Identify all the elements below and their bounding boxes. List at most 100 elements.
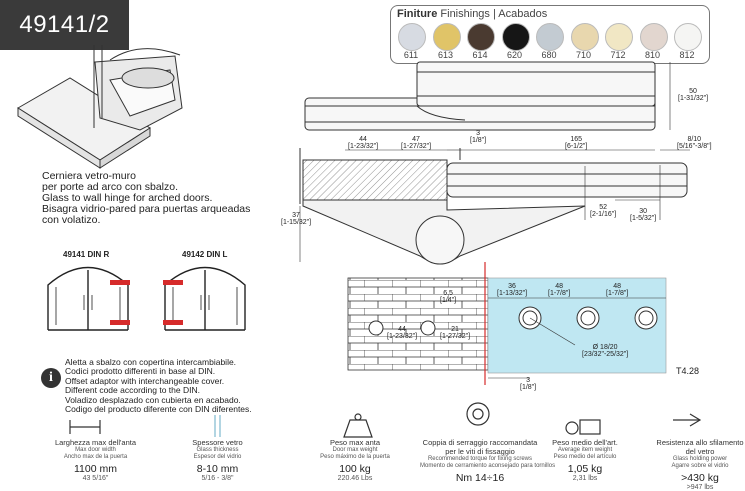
spec-l1: Resistenza allo sfilamento del vetro (656, 438, 744, 456)
dim-30: 30[1-5/32"] (630, 208, 657, 222)
finish-swatch-680 (536, 23, 564, 51)
spec-l3: Ancho max de la puerta (63, 454, 128, 460)
spec-val: Nm 14÷16 (455, 472, 505, 484)
product-code: 49141/2 (0, 0, 129, 50)
dim-50: 50[1-31/32"] (678, 88, 709, 102)
spec-l2: Max door width (75, 447, 116, 453)
torque-icon (466, 402, 490, 426)
finish-swatch-620 (501, 23, 530, 51)
spec-sub: 5/16 - 3/8" (201, 475, 234, 482)
finish-code: 614 (472, 50, 488, 60)
dim-3: 3[1/8"] (470, 130, 487, 144)
finish-swatch-613 (432, 23, 461, 51)
finish-swatch-710 (570, 23, 599, 51)
spec-sub: 43 5/16" (82, 475, 109, 482)
spec-item: Coppia di serraggio raccomandata per le … (420, 438, 556, 484)
spec-l1: Peso max anta (329, 438, 381, 447)
mounting-front-view (347, 262, 667, 385)
finishes-panel: Finiture Finishings | Acabados 611 613 614… (390, 5, 710, 64)
pull-resistance-icon (673, 413, 702, 427)
hinge-top-view (304, 61, 656, 131)
spec-l1: Spessore vetro (192, 438, 243, 447)
dim-21: 21[1-27/32"] (440, 326, 471, 340)
finish-code: 613 (437, 50, 454, 60)
description-line: Glass to wall hinge for arched doors. (42, 192, 213, 204)
description-line: Bisagra vidrio-pared para puertas arquea… (42, 203, 251, 215)
finish-swatch-812 (674, 23, 702, 51)
item-weight-icon (565, 419, 601, 435)
finish-code: 620 (506, 50, 523, 60)
note-line: Offset adaptor with interchangeable cove… (65, 375, 225, 386)
dim-165: 165[6-1/2"] (565, 136, 588, 150)
info-icon: i (41, 368, 61, 388)
dim-3-b: 3[1/8"] (520, 377, 537, 391)
product-description: Cerniera vetro-muro per porte ad arco co… (42, 171, 250, 226)
note-line: Codici prodotto differenti in base al DI… (65, 366, 216, 377)
description-line: per porte ad arco con sbalzo. (42, 181, 178, 193)
dim-8-10: 8/10[5/16"-3/8"] (677, 136, 712, 150)
dim-44-b: 44[1-23/32"] (387, 326, 418, 340)
spec-l1: Peso medio dell'art. (552, 438, 618, 447)
dim-47: 47[1-27/32"] (401, 136, 432, 150)
finish-code: 712 (610, 50, 626, 60)
door-din-l-label: 49142 DIN L (182, 250, 228, 259)
dim-52: 52[2-1/16"] (590, 204, 617, 218)
finish-code: 611 (403, 50, 419, 60)
note-line: Codigo del producto diferente con DIN di… (65, 404, 252, 415)
spec-val: 8-10 mm (196, 463, 239, 475)
finish-code: 812 (679, 50, 695, 60)
finish-swatch-611 (398, 23, 426, 51)
dim-6-5: 6.5[1/4"] (440, 290, 457, 304)
spec-l2: Door max weight (332, 447, 378, 453)
finish-swatch-810 (639, 23, 668, 51)
spec-val: 100 kg (339, 463, 371, 475)
spec-sub: >947 lbs (686, 484, 714, 491)
dim-36: 36[1-13/32"] (497, 283, 528, 297)
dim-hole: Ø 18/20[23/32"-25/32"] (582, 344, 629, 358)
spec-l1: Coppia di serraggio raccomandata per le … (422, 438, 538, 456)
spec-l3: Peso medio del artículo (553, 454, 617, 460)
finishes-title-rest: Finishings | Acabados (440, 8, 548, 20)
spec-l2: Glass holding power (672, 456, 728, 462)
spec-l3: Momento de cerramiento aconsejado para t… (420, 463, 556, 469)
reference-code: T4.28 (676, 366, 700, 376)
spec-val: 1,05 kg (567, 463, 603, 475)
spec-l1: Larghezza max dell'anta (54, 438, 137, 447)
description-line: con volatizo. (42, 214, 101, 226)
spec-sub: 220.46 Lbs (337, 475, 373, 482)
spec-icons (69, 402, 702, 438)
note-line: Aletta a sbalzo con copertina intercambi… (65, 357, 237, 367)
spec-l3: Agarre sobre el vidrio (671, 463, 729, 469)
note-line: Different code according to the DIN. (65, 385, 200, 396)
finishes-title: Finiture Finishings | Acabados (397, 8, 547, 20)
product-note: Aletta a sbalzo con copertina intercambi… (65, 357, 252, 415)
spec-val: 1100 mm (74, 463, 117, 475)
technical-drawing (17, 45, 702, 438)
finish-code: 810 (644, 50, 661, 60)
spec-l2: Glass thickness (196, 447, 239, 453)
width-icon (69, 420, 101, 434)
dim-48-b: 48[1-7/8"] (606, 283, 629, 297)
spec-l2: Average item weight (557, 447, 613, 453)
dim-44: 44[1-23/32"] (348, 136, 379, 150)
door-diagram-din-r (47, 266, 130, 331)
door-diagram-din-l (163, 266, 246, 331)
hinge-3d-illustration (17, 45, 183, 169)
note-line: Voladizo desplazado con cubierta en acab… (65, 394, 241, 405)
dim-48-a: 48[1-7/8"] (548, 283, 571, 297)
spec-l3: Espesor del vidrio (193, 454, 242, 460)
finishes-title-bold: Finiture (397, 8, 438, 20)
description-line: Cerniera vetro-muro (42, 170, 136, 182)
weight-icon (343, 413, 373, 438)
spec-sub: 2,31 lbs (572, 475, 598, 482)
spec-val: >430 kg (681, 472, 719, 484)
spec-l2: Recommended torque for fixing screws (427, 456, 533, 462)
spec-l3: Peso máximo de la puerta (320, 454, 390, 460)
finish-swatch-614 (467, 23, 495, 51)
finish-code: 710 (575, 50, 592, 60)
hinge-section-view (299, 148, 688, 265)
